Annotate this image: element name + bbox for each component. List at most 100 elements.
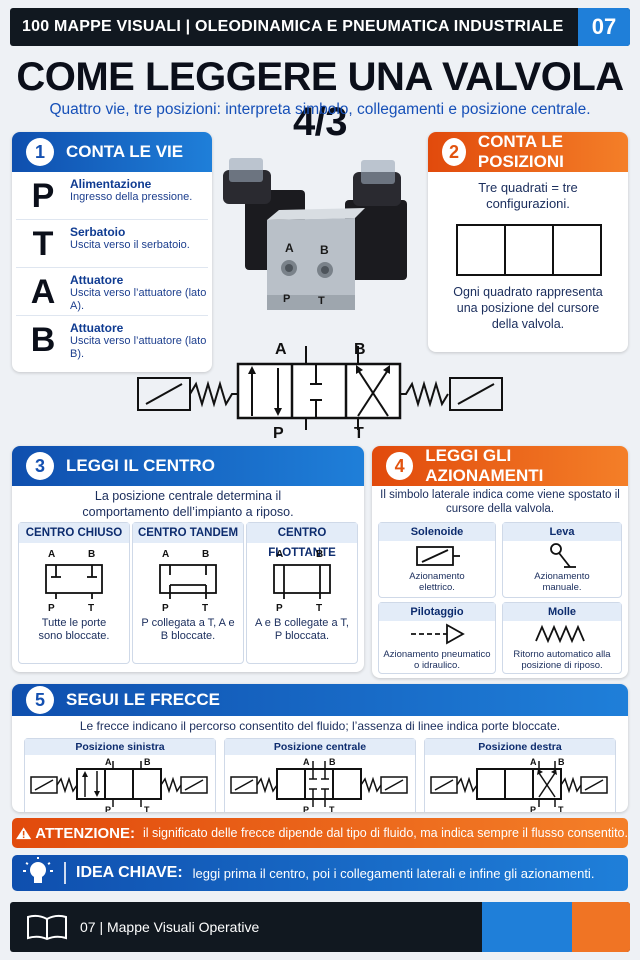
section-center-header: 3 LEGGI IL CENTRO bbox=[12, 446, 364, 486]
warning-banner: ATTENZIONE: il significato delle frecce … bbox=[12, 818, 628, 848]
section-ports-header: 1 CONTA LE VIE bbox=[12, 132, 212, 172]
actuation-solenoid-box: Solenoide Azionamento elettrico. bbox=[378, 522, 496, 598]
symbol-label-p: P bbox=[273, 425, 284, 442]
lightbulb-icon bbox=[23, 857, 53, 883]
port-name: Attuatore bbox=[70, 273, 124, 287]
svg-text:B: B bbox=[144, 757, 151, 767]
section-arrows-card: 5 SEGUI LE FRECCE Le frecce indicano il … bbox=[12, 684, 628, 812]
svg-text:B: B bbox=[316, 549, 323, 560]
actuation-desc: Azionamento elettrico. bbox=[409, 571, 465, 593]
actuation-title: Pilotaggio bbox=[379, 603, 495, 621]
page-number-badge: 07 bbox=[578, 8, 630, 46]
port-name: Alimentazione bbox=[70, 177, 152, 191]
port-name: Attuatore bbox=[70, 321, 124, 335]
svg-text:T: T bbox=[88, 603, 94, 613]
footer-bar: 07 | Mappe Visuali Operative bbox=[10, 902, 630, 952]
photo-label-a: A bbox=[285, 241, 294, 255]
svg-text:A: A bbox=[105, 757, 112, 767]
section-actuation-card: 4 LEGGI GLI AZIONAMENTI Il simbolo later… bbox=[372, 446, 628, 678]
actuation-desc: Azionamento manuale. bbox=[534, 571, 590, 593]
key-idea-banner: IDEA CHIAVE: leggi prima il centro, poi … bbox=[12, 855, 628, 891]
photo-label-t: T bbox=[318, 295, 325, 307]
svg-text:T: T bbox=[558, 805, 564, 812]
step-number-4: 4 bbox=[386, 452, 414, 480]
tandem-center-icon: A B P T bbox=[159, 549, 217, 613]
svg-text:A: A bbox=[276, 549, 283, 560]
port-letter: B bbox=[30, 321, 56, 359]
photo-label-b: B bbox=[320, 243, 329, 257]
center-type-desc: A e B collegate a T, P bloccata. bbox=[255, 617, 349, 642]
port-letter: A bbox=[30, 273, 56, 311]
lever-icon bbox=[550, 543, 576, 568]
svg-text:P: P bbox=[303, 805, 309, 812]
svg-text:B: B bbox=[558, 757, 565, 767]
symbol-label-t: T bbox=[354, 425, 364, 442]
spring-icon bbox=[535, 624, 585, 644]
step-number-1: 1 bbox=[26, 138, 54, 166]
floating-center-icon: A B P T bbox=[273, 549, 331, 613]
pilot-icon bbox=[411, 623, 465, 645]
section-ports-title: CONTA LE VIE bbox=[66, 142, 184, 161]
center-type-title: CENTRO FLOTTANTE bbox=[247, 523, 357, 559]
symbol-label-a: A bbox=[275, 341, 287, 358]
section-arrows-title: SEGUI LE FRECCE bbox=[66, 690, 220, 709]
section-actuation-header: 4 LEGGI GLI AZIONAMENTI bbox=[372, 446, 628, 486]
center-intro: La posizione centrale determina il compo… bbox=[82, 489, 294, 519]
center-floating-box: CENTRO FLOTTANTE A B P T A e B collegate… bbox=[246, 522, 358, 664]
svg-text:B: B bbox=[202, 549, 209, 560]
center-tandem-box: CENTRO TANDEM A B P T P collegata a T, A… bbox=[132, 522, 244, 664]
section-positions-card: 2 CONTA LE POSIZIONI Tre quadrati = tre … bbox=[428, 132, 628, 352]
top-bar: 100 MAPPE VISUALI | OLEODINAMICA E PNEUM… bbox=[10, 8, 630, 46]
svg-text:P: P bbox=[48, 603, 55, 613]
warning-icon bbox=[16, 827, 32, 840]
port-desc: Uscita verso il serbatoio. bbox=[70, 239, 190, 251]
valve-photo-illustration: A B P T bbox=[223, 158, 407, 310]
svg-text:B: B bbox=[329, 757, 336, 767]
section-arrows-header: 5 SEGUI LE FRECCE bbox=[12, 684, 628, 716]
port-letter: T bbox=[32, 225, 54, 263]
valve-4-3-symbol: A B P T bbox=[137, 341, 503, 442]
center-type-desc: P collegata a T, A e B bloccate. bbox=[141, 617, 235, 642]
warning-text: il significato delle frecce dipende dal … bbox=[143, 826, 628, 840]
warning-label: ATTENZIONE: bbox=[35, 824, 135, 842]
port-desc: Ingresso della pressione. bbox=[70, 191, 193, 203]
symbol-label-b: B bbox=[354, 341, 366, 358]
svg-text:A: A bbox=[162, 549, 169, 560]
divider bbox=[64, 862, 66, 884]
page-subtitle: Quattro vie, tre posizioni: interpreta s… bbox=[49, 101, 591, 118]
svg-text:P: P bbox=[162, 603, 169, 613]
position-title: Posizione centrale bbox=[225, 739, 415, 755]
footer-blue-block bbox=[482, 902, 572, 952]
port-name: Serbatoio bbox=[70, 225, 126, 239]
svg-text:P: P bbox=[105, 805, 111, 812]
actuation-title: Molle bbox=[503, 603, 621, 621]
solenoid-icon bbox=[416, 546, 460, 566]
positions-text-1: Tre quadrati = tre configurazioni. bbox=[478, 180, 578, 211]
svg-text:T: T bbox=[202, 603, 208, 613]
key-idea-text: leggi prima il centro, poi i collegament… bbox=[192, 865, 595, 881]
actuation-title: Leva bbox=[503, 523, 621, 541]
port-desc: Uscita verso l’attuatore (lato B). bbox=[70, 335, 207, 360]
svg-text:A: A bbox=[48, 549, 55, 560]
svg-text:A: A bbox=[530, 757, 537, 767]
page-title: COME LEGGERE UNA VALVOLA 4/3 bbox=[16, 55, 624, 144]
left-position-symbol: A B P T bbox=[30, 757, 208, 812]
key-idea-label: IDEA CHIAVE: bbox=[76, 864, 183, 881]
port-letter: P bbox=[31, 177, 55, 215]
section-positions-header: 2 CONTA LE POSIZIONI bbox=[428, 132, 628, 172]
actuation-intro: Il simbolo laterale indica come viene sp… bbox=[380, 489, 620, 515]
position-title: Posizione destra bbox=[425, 739, 615, 755]
port-desc: Uscita verso l’attuatore (lato A). bbox=[70, 287, 207, 312]
svg-text:T: T bbox=[144, 805, 150, 812]
